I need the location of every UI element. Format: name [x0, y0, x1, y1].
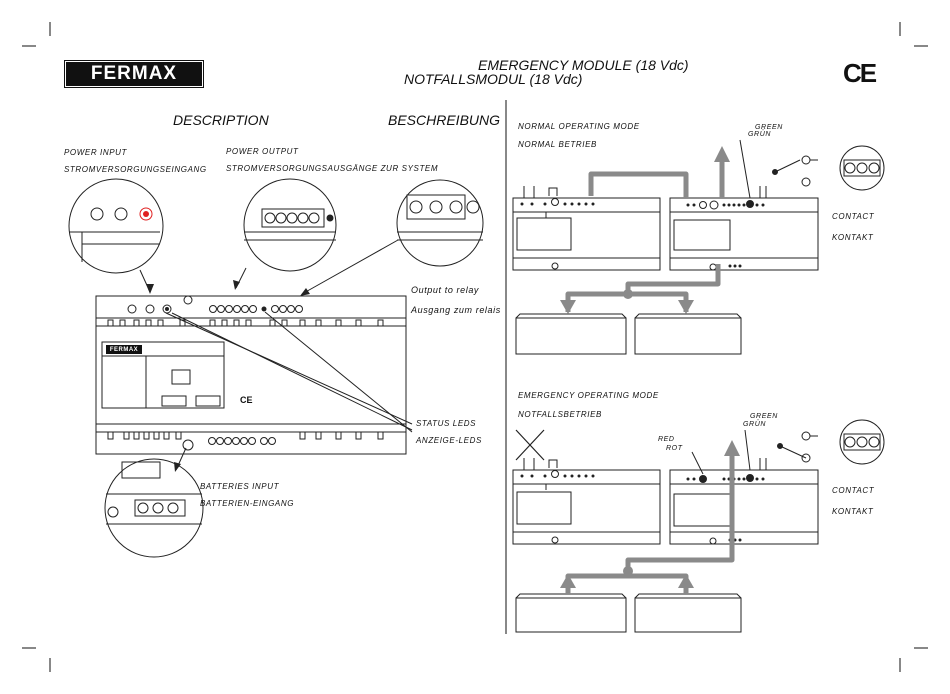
zoom-power-output	[243, 178, 337, 272]
label-power-output-de: STROMVERSORGUNGSAUSGÄNGE ZUR SYSTEM	[226, 164, 439, 173]
power-supply-emergency	[512, 469, 661, 545]
label-contact-de-1: KONTAKT	[832, 233, 874, 242]
title-en: EMERGENCY MODULE (18 Vdc)	[478, 57, 689, 73]
label-contact-de-2: KONTAKT	[832, 507, 874, 516]
label-green-en-1: GREEN	[755, 124, 783, 131]
label-power-output-en: POWER OUTPUT	[226, 147, 299, 156]
zoom-power-input	[68, 178, 164, 274]
label-power-input-de: STROMVERSORGUNGSEINGANG	[64, 165, 207, 174]
label-normal-en: NORMAL OPERATING MODE	[518, 122, 640, 131]
label-green-de-2: GRÜN	[743, 421, 767, 428]
zoom-batteries-input	[104, 458, 204, 558]
label-emergency-de: NOTFALLSBETRIEB	[518, 410, 602, 419]
label-green-de-1: GRÜN	[748, 131, 772, 138]
contact-block-normal	[839, 145, 885, 191]
label-batteries-de: BATTERIEN-EINGANG	[200, 499, 295, 508]
label-power-input-en: POWER INPUT	[64, 148, 128, 157]
module-ce-mark: CE	[240, 395, 253, 405]
emergency-module-emergency	[669, 469, 819, 545]
label-contact-en-2: CONTACT	[832, 486, 875, 495]
label-status-de: ANZEIGE-LEDS	[416, 436, 482, 445]
output-terminals	[209, 305, 303, 313]
section-description: DESCRIPTION	[173, 112, 269, 128]
label-batteries-en: BATTERIES INPUT	[200, 482, 280, 491]
fermax-logo: FERMAX	[64, 60, 204, 88]
module-logo: FERMAX	[106, 345, 142, 354]
battery-1-emergency	[515, 597, 627, 633]
label-red-en: RED	[658, 436, 675, 443]
label-relay-en: Output to relay	[411, 285, 480, 295]
battery-2-emergency	[634, 597, 742, 633]
ce-mark: CE	[843, 58, 877, 88]
label-normal-de: NORMAL BETRIEB	[518, 140, 597, 149]
power-supply-normal	[512, 197, 661, 271]
label-red-de: ROT	[666, 445, 683, 452]
section-beschreibung: BESCHREIBUNG	[388, 112, 501, 128]
bottom-vents	[107, 431, 384, 440]
label-green-en-2: GREEN	[750, 413, 778, 420]
label-relay-de: Ausgang zum relais	[411, 305, 501, 315]
top-vents	[107, 319, 384, 327]
title-de: NOTFALLSMODUL (18 Vdc)	[404, 71, 583, 87]
zoom-relay-output	[396, 179, 484, 267]
label-emergency-en: EMERGENCY OPERATING MODE	[518, 391, 659, 400]
battery-terminals	[208, 437, 276, 445]
module-body	[95, 295, 407, 455]
label-contact-en-1: CONTACT	[832, 212, 875, 221]
label-status-en: STATUS LEDS	[416, 419, 477, 428]
battery-1-normal	[515, 317, 627, 355]
battery-2-normal	[634, 317, 742, 355]
contact-block-emergency	[839, 419, 885, 465]
emergency-module-normal	[669, 197, 819, 271]
